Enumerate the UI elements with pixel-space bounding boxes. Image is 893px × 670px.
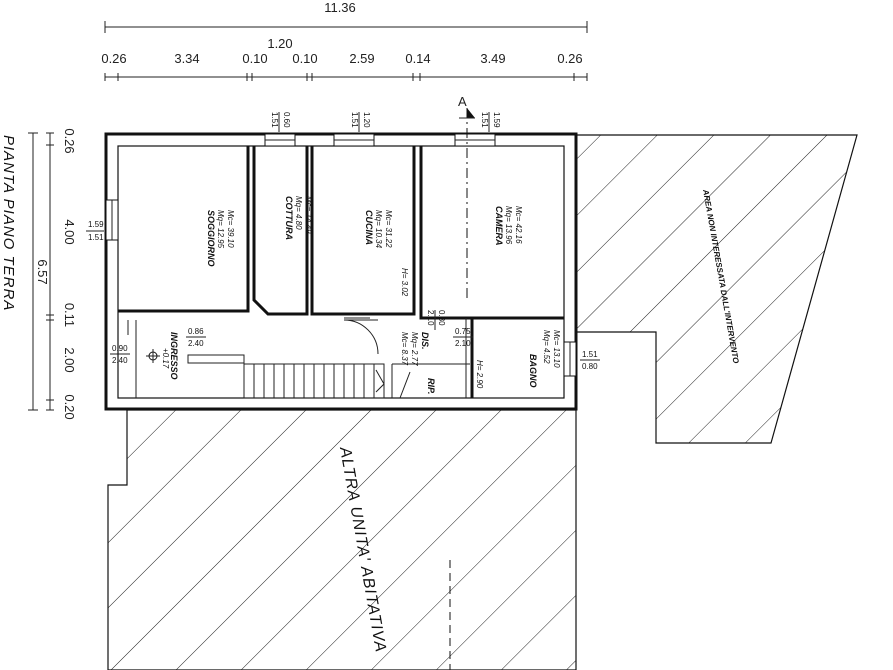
left-seg-2: 0.11	[62, 303, 77, 327]
opening-bottom: 1.51	[88, 233, 104, 242]
entrance: INGRESSO +0.17	[146, 332, 179, 380]
room-camera: CAMERA Mq= 13.96 Mc= 42.16	[494, 206, 523, 246]
top-seg-4: 2.59	[349, 51, 374, 66]
opening-bottom: 1.51	[350, 112, 359, 128]
room-mc: Mc= 8.37	[400, 332, 409, 366]
room-name: CUCINA	[364, 210, 374, 245]
top-seg-3: 0.10	[292, 51, 317, 66]
left-seg-4: 0.20	[62, 394, 77, 419]
room-name: COTTURA	[284, 196, 294, 240]
height-main: H= 3.02	[400, 268, 409, 297]
height-bath: H= 2.90	[475, 360, 484, 389]
opening-top: 1.20	[362, 112, 371, 128]
room-mc: Mc= 13.10	[552, 330, 561, 368]
room-name: SOGGIORNO	[206, 210, 216, 267]
opening-bottom: 2.10	[455, 339, 471, 348]
opening-bottom: 1.51	[270, 112, 279, 128]
room-mq: Mq= 2.77	[410, 332, 419, 366]
top-seg-0: 0.26	[101, 51, 126, 66]
room-mc: Mc= 14.49	[304, 196, 313, 234]
top-seg-6: 3.49	[480, 51, 505, 66]
walls	[104, 108, 578, 411]
opening-bottom: 2.10	[426, 310, 435, 326]
room-mq: Mq= 4.52	[542, 330, 551, 364]
top-seg-7: 0.26	[557, 51, 582, 66]
opening-bottom: 2.40	[188, 339, 204, 348]
opening-dis-door: 0.80 2.10	[426, 310, 446, 330]
room-bagno: BAGNO Mq= 4.52 Mc= 13.10	[528, 330, 561, 388]
opening-top: 0.60	[282, 112, 291, 128]
opening-bottom: 0.80	[582, 362, 598, 371]
opening-bottom: 1.51	[480, 112, 489, 128]
room-mc: Mc= 39.10	[226, 210, 235, 248]
opening-cottura-window: 0.60 1.51	[270, 112, 291, 132]
excluded-area: AREA NON INTERESSATA DALL'INTERVENTO	[575, 134, 858, 444]
dimension-chain-left: PIANTA PIANO TERRA 6.57 0.26 4.00 0.11 2…	[0, 128, 77, 419]
opening-corridor-door: 0.86 2.40	[186, 327, 206, 348]
entrance-level: +0.17	[161, 348, 170, 369]
left-seg-3: 2.00	[62, 347, 77, 372]
opening-bottom: 2.40	[112, 356, 128, 365]
room-cucina: CUCINA Mq= 10.34 Mc= 31.22	[364, 210, 393, 249]
room-mq: Mq= 12.95	[216, 210, 225, 249]
other-unit-area: ALTRA UNITA' ABITATIVA	[107, 409, 577, 670]
opening-top: 0.75	[455, 327, 471, 336]
opening-soggiorno-window: 1.59 1.51	[86, 220, 104, 242]
room-rip: RIP.	[426, 378, 436, 394]
plan-title: PIANTA PIANO TERRA	[0, 135, 17, 311]
room-name: DIS.	[420, 332, 430, 350]
room-soggiorno: SOGGIORNO Mq= 12.95 Mc= 39.10	[206, 210, 235, 267]
overall-height-label: 6.57	[35, 259, 50, 284]
top-upper-dim: 1.20	[267, 36, 292, 51]
room-name: CAMERA	[494, 206, 504, 246]
room-mc: Mc= 31.22	[384, 210, 393, 248]
opening-top: 1.59	[492, 112, 501, 128]
opening-top: 0.86	[188, 327, 204, 336]
room-mq: Mq= 10.34	[374, 210, 383, 249]
opening-top: 0.80	[437, 310, 446, 326]
left-seg-1: 4.00	[62, 219, 77, 244]
room-name: BAGNO	[528, 354, 538, 388]
opening-top: 1.51	[582, 350, 598, 359]
room-mq: Mq= 4.80	[294, 196, 303, 230]
opening-top: 1.59	[88, 220, 104, 229]
room-mc: Mc= 42.16	[514, 206, 523, 244]
entrance-label: INGRESSO	[169, 332, 179, 380]
left-seg-0: 0.26	[62, 128, 77, 153]
top-seg-2: 0.10	[242, 51, 267, 66]
opening-bagno-door: 0.75 2.10	[453, 327, 473, 348]
overall-width-label: 11.36	[324, 0, 356, 15]
opening-top: 0.90	[112, 344, 128, 353]
opening-camera-window: 1.59 1.51	[480, 112, 501, 132]
opening-bagno-window: 1.51 0.80	[580, 350, 600, 371]
dimension-chain-top: 11.36 1.20 0.26 3.34 0.10 0.10 2.59 0.14…	[101, 0, 588, 81]
room-name: RIP.	[426, 378, 436, 394]
opening-cucina-window: 1.20 1.51	[350, 112, 371, 132]
level-marker-icon	[146, 349, 160, 363]
room-cottura: COTTURA Mq= 4.80 Mc= 14.49	[284, 196, 313, 240]
opening-ingresso-door: 0.90 2.40	[110, 344, 130, 365]
top-seg-5: 0.14	[405, 51, 430, 66]
room-mq: Mq= 13.96	[504, 206, 513, 245]
top-seg-1: 3.34	[174, 51, 199, 66]
room-dis: DIS. Mq= 2.77 Mc= 8.37	[400, 332, 430, 366]
section-marker: A	[458, 94, 467, 109]
